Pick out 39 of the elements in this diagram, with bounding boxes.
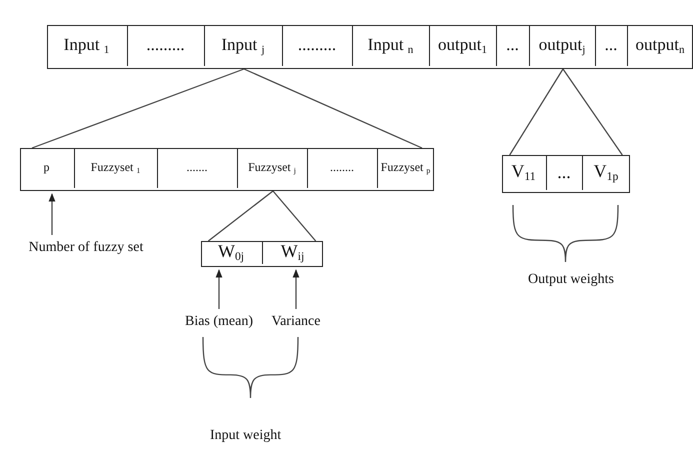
connector-line (509, 68, 564, 156)
arrow (48, 193, 56, 235)
connector-line (208, 190, 274, 242)
arrow (292, 269, 300, 309)
record-cell: ......... (282, 24, 352, 66)
record-box (20, 148, 434, 191)
record-cell: V$_{1p}$ (582, 154, 630, 190)
connector-line (272, 190, 316, 242)
record-cell: ... (496, 24, 530, 66)
annotation-text: Number of fuzzy set (10, 238, 162, 258)
record-cell: Input $_{1}$ (46, 24, 128, 66)
record-cell: Input $_{j}$ (204, 24, 282, 66)
connector-line (562, 68, 623, 156)
group-label: Input weight (210, 428, 282, 444)
record-cell: W$_{0j}$ (200, 240, 262, 264)
record-cell: V$_{11}$ (502, 154, 546, 190)
record-cell: p (20, 148, 74, 188)
record-cell: ... (596, 24, 628, 66)
connector-line (32, 68, 244, 149)
record-cell: ......... (128, 24, 204, 66)
group-label: Output weights (528, 272, 614, 288)
record-cell: ....... (158, 148, 238, 188)
record-box (47, 25, 693, 69)
record-cell: W$_{ij}$ (262, 240, 322, 264)
record-cell: Input $_{n}$ (352, 24, 430, 66)
arrow (216, 269, 222, 309)
record-cell: output$_{n}$ (628, 24, 692, 66)
record-cell: output$_{1}$ (430, 24, 496, 66)
annotation-text: Variance (262, 312, 330, 332)
record-cell: Fuzzyset $_{p}$ (378, 148, 434, 188)
annotation-text: Bias (mean) (180, 312, 258, 332)
record-cell: ........ (308, 148, 378, 188)
record-box (502, 155, 630, 193)
record-box (201, 241, 323, 267)
record-cell: ... (546, 154, 582, 190)
connector-line (244, 68, 422, 149)
record-cell: Fuzzyset $_{1}$ (74, 148, 158, 188)
record-cell: Fuzzyset $_{j}$ (238, 148, 308, 188)
record-cell: output$_{j}$ (530, 24, 596, 66)
